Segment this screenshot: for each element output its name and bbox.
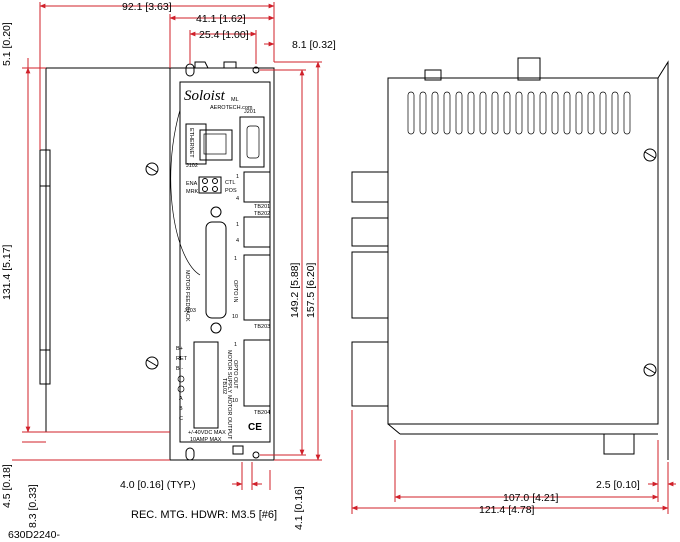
maker-label: AEROTECH.com xyxy=(210,105,253,111)
heatsink-fin xyxy=(599,91,607,135)
j103-label: J103 xyxy=(184,308,196,314)
tb203-pin1: 1 xyxy=(234,256,237,262)
opto-out-label: OPTO OUT xyxy=(232,360,238,389)
rating-2: 10AMP MAX xyxy=(190,437,222,443)
dim-depth: 107.0 [4.21] xyxy=(503,492,559,504)
heatsink-fin xyxy=(623,91,631,135)
rating-1: +/-40VDC MAX xyxy=(188,430,226,436)
heatsink-fin xyxy=(503,91,511,135)
motor-feedback-label: MOTOR FEEDBACK xyxy=(184,270,190,322)
ena-label: ENA xyxy=(186,181,198,187)
heatsink-fin xyxy=(551,91,559,135)
side-body xyxy=(39,67,171,433)
heatsink-fin xyxy=(443,91,451,135)
hardware-note: REC. MTG. HDWR: M3.5 [#6] xyxy=(131,509,277,521)
mounting-slot xyxy=(185,63,195,77)
opto-in-label: OPTO IN xyxy=(232,280,238,303)
heatsink-fin xyxy=(611,91,619,135)
mounting-slot xyxy=(232,445,244,455)
dim-slot-height: 4.1 [0.16] xyxy=(293,486,305,530)
tb102-label: TB102 xyxy=(221,378,227,394)
mrk-label: MRK xyxy=(186,189,199,195)
heatsink-fin xyxy=(467,91,475,135)
j201-label: J201 xyxy=(244,109,256,115)
ce-mark: CE xyxy=(248,422,262,433)
motor-output-label: MOTOR OUTPUT xyxy=(226,395,232,440)
tb202-pin4: 4 xyxy=(236,238,239,244)
term-ret: RET xyxy=(176,356,188,362)
term-c: C xyxy=(179,416,183,422)
heatsink-fin xyxy=(479,91,487,135)
side-view xyxy=(351,57,669,460)
tb204-terminal xyxy=(243,339,271,407)
brand-logo: Soloist xyxy=(184,88,226,104)
tb203-pin10: 10 xyxy=(232,314,238,320)
screw-icon xyxy=(145,356,159,370)
dim-bottom-hole: 8.3 [0.33] xyxy=(27,484,39,528)
dim-total-height: 157.5 [6.20] xyxy=(305,262,317,318)
led-icon xyxy=(198,176,222,194)
heatsink-fins xyxy=(407,91,631,135)
j102-label: J102 xyxy=(186,163,198,169)
term-bm: B - xyxy=(176,366,183,372)
tb102-terminal xyxy=(193,341,219,429)
tb204-pin1: 1 xyxy=(234,342,237,348)
heatsink-fin xyxy=(407,91,415,135)
mounting-slot xyxy=(252,66,260,74)
ethernet-label: ETHERNET xyxy=(188,128,194,158)
term-a: A xyxy=(179,396,183,402)
tb201-pin4: 4 xyxy=(236,196,239,202)
heatsink-fin xyxy=(431,91,439,135)
ground-icon xyxy=(177,375,185,393)
tb203-terminal xyxy=(243,254,271,321)
heatsink-fin xyxy=(587,91,595,135)
pos-label: POS xyxy=(225,188,237,194)
heatsink-fin xyxy=(563,91,571,135)
heatsink-fin xyxy=(491,91,499,135)
ethernet-port xyxy=(199,129,233,161)
tb202-pin1: 1 xyxy=(236,222,239,228)
dim-flange-edge: 8.1 [0.32] xyxy=(292,39,336,51)
screw-icon xyxy=(643,363,657,377)
dim-total-depth: 121.4 [4.78] xyxy=(479,504,535,516)
motor-supply-label: MOTOR SUPPLY xyxy=(226,350,232,394)
mounting-slot xyxy=(252,451,260,459)
heatsink-fin xyxy=(539,91,547,135)
dim-rail-offset: 2.5 [0.10] xyxy=(596,479,640,491)
tb204-pin10: 10 xyxy=(232,398,238,404)
tb202-label: TB202 xyxy=(254,211,270,217)
tb204-label: TB204 xyxy=(254,410,270,416)
term-bp: B+ xyxy=(176,346,183,352)
motor-feedback-connector xyxy=(205,206,227,334)
mounting-slot xyxy=(185,447,195,461)
tb201-pin1: 1 xyxy=(236,174,239,180)
screw-icon xyxy=(145,162,159,176)
drawing-number: 630D2240- xyxy=(8,529,60,541)
heatsink-fin xyxy=(455,91,463,135)
j201-connector xyxy=(239,116,265,168)
front-panel: Soloist ML AEROTECH.com ETHERNET J102 J2… xyxy=(169,61,275,461)
model-label: ML xyxy=(231,97,239,103)
ctl-label: CTL xyxy=(225,180,235,186)
dim-side-height: 131.4 [5.17] xyxy=(1,244,13,300)
heatsink-fin xyxy=(527,91,535,135)
tb203-label: TB203 xyxy=(254,324,270,330)
dim-overall-width: 92.1 [3.63] xyxy=(122,1,172,13)
dim-flange-width: 41.1 [1.62] xyxy=(196,13,246,25)
tb201-label: TB201 xyxy=(254,204,270,210)
dim-top-offset: 5.1 [0.20] xyxy=(1,22,13,66)
term-b: B xyxy=(179,406,183,412)
dim-hole-spacing: 25.4 [1.00] xyxy=(199,29,249,41)
dim-hole-height: 149.2 [5.88] xyxy=(289,262,301,318)
screw-icon xyxy=(643,148,657,162)
heatsink-fin xyxy=(515,91,523,135)
heatsink-fin xyxy=(575,91,583,135)
tb202-terminal xyxy=(243,216,271,248)
heatsink-fin xyxy=(419,91,427,135)
dim-slot-width: 4.0 [0.16] (TYP.) xyxy=(120,479,196,491)
dim-bottom-offset: 4.5 [0.18] xyxy=(1,464,13,508)
dimension-lines xyxy=(12,2,676,514)
tb201-terminal xyxy=(243,171,271,203)
